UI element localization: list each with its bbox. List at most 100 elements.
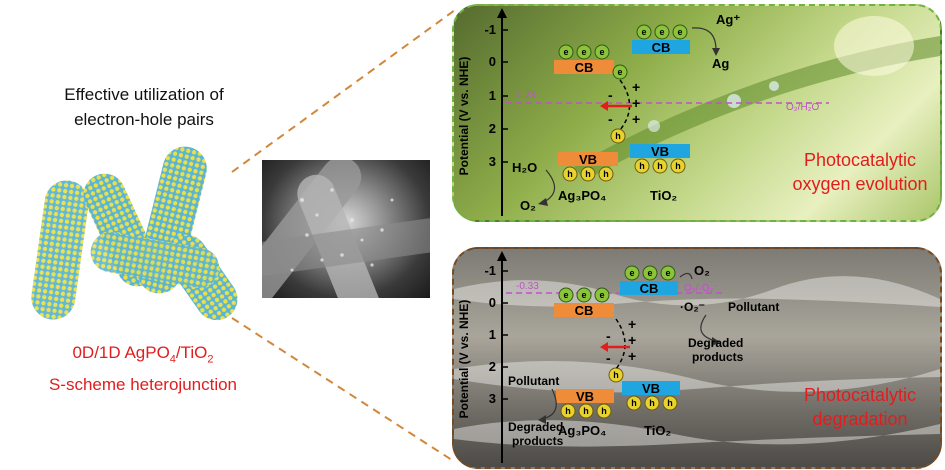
- degradation-diagram: -1 0 1 2 3 Potential (V vs. NHE) -0.33 O…: [454, 251, 940, 463]
- hole-label: h: [565, 406, 571, 416]
- electron-label: e: [677, 27, 682, 37]
- tio2-cb-label: CB: [652, 40, 671, 55]
- material-ag3po4: Ag₃PO₄: [558, 188, 606, 203]
- hole-label: h: [639, 161, 645, 171]
- ag3po4-vb-band: [556, 389, 614, 403]
- caption-top-line1: Effective utilization of: [64, 85, 224, 104]
- sem-micrograph-texture: [262, 160, 430, 298]
- tick-label: 0: [489, 295, 496, 310]
- caption-heterojunction: 0D/1D AgPO4/TiO2 S-scheme heterojunction: [18, 340, 268, 397]
- hole-label: h: [649, 398, 655, 408]
- ag3po4-vb-band: [558, 152, 618, 166]
- electron-label: e: [599, 47, 604, 57]
- y-axis-label: Potential (V vs. NHE): [457, 57, 471, 176]
- hole-label: h: [601, 406, 607, 416]
- foam-water-decoration: [454, 276, 940, 447]
- o2-reduction-arrow: [679, 272, 693, 280]
- hole-label: h: [675, 161, 681, 171]
- ag3po4-cb-band: [554, 60, 614, 74]
- tio2-vb-label: VB: [642, 381, 660, 396]
- hole-ball: [562, 166, 578, 182]
- hole-ball: [670, 158, 686, 174]
- ref-potential-value: 1.23: [516, 90, 536, 101]
- panel-title-line1: Photocatalytic: [804, 385, 916, 405]
- tick-label: -1: [484, 22, 496, 37]
- ag3po4-cb-band: [554, 303, 614, 317]
- o2-label: O₂: [520, 198, 536, 213]
- electron-label: e: [641, 27, 646, 37]
- minus-sign: -: [606, 328, 611, 344]
- tio2-vb-band: [630, 144, 690, 158]
- recombination-path: [615, 318, 626, 370]
- hole-label: h: [613, 370, 619, 380]
- ag3po4-cb-label: CB: [575, 60, 594, 75]
- electron-ball: [576, 287, 592, 303]
- hole-ball: [560, 403, 576, 419]
- recombination-path: [619, 79, 631, 131]
- hole-label: h: [615, 131, 621, 141]
- tio2-cb-band: [632, 40, 690, 54]
- tick-label: 1: [489, 88, 496, 103]
- caption-bottom-line1: 0D/1D AgPO4/TiO2: [72, 343, 214, 366]
- electron-label: e: [659, 27, 664, 37]
- electron-label: e: [647, 268, 652, 278]
- degraded-right-line1: Degraded: [688, 336, 743, 350]
- hole-ball: [610, 128, 626, 144]
- hole-ball: [652, 158, 668, 174]
- minus-sign: -: [608, 87, 613, 103]
- y-axis-label: Potential (V vs. NHE): [457, 300, 471, 419]
- electron-ball: [594, 287, 610, 303]
- nanorod-model-illustration: [31, 146, 238, 321]
- caption-bottom-line2: S-scheme heterojunction: [48, 375, 238, 395]
- electron-ball: [612, 64, 628, 80]
- material-tio2: TiO₂: [650, 188, 677, 203]
- hole-label: h: [567, 169, 573, 179]
- ag-plus-label: Ag⁺: [716, 12, 740, 27]
- panel-degradation: -1 0 1 2 3 Potential (V vs. NHE) -0.33 O…: [452, 247, 942, 469]
- material-ag3po4: Ag₃PO₄: [558, 423, 606, 438]
- tio2-cb-label: CB: [640, 281, 659, 296]
- hole-label: h: [631, 398, 637, 408]
- y-axis-arrow: [497, 251, 507, 261]
- tick-label: 2: [489, 359, 496, 374]
- hole-ball: [626, 395, 642, 411]
- sem-micrograph-image: [262, 160, 430, 298]
- electron-label: e: [665, 268, 670, 278]
- plus-sign: +: [628, 348, 636, 364]
- panel-title-line2: degradation: [812, 409, 907, 429]
- hole-ball: [608, 367, 624, 383]
- electron-ball: [672, 24, 688, 40]
- ref-potential-value: -0.33: [516, 281, 539, 292]
- nanorod-cluster: [31, 146, 238, 321]
- electron-ball: [654, 24, 670, 40]
- superoxide-label: ·O₂⁻: [680, 300, 705, 314]
- electron-ball: [594, 44, 610, 60]
- oxygen-evolution-diagram: -1 0 1 2 3 Potential (V vs. NHE) 1.23 O₂…: [457, 8, 940, 216]
- hole-ball: [596, 403, 612, 419]
- tick-label: 0: [489, 54, 496, 69]
- hole-ball: [598, 166, 614, 182]
- hole-label: h: [667, 398, 673, 408]
- electron-ball: [624, 265, 640, 281]
- ag-reduction-arrow: [691, 27, 717, 51]
- ag-label: Ag: [712, 56, 729, 71]
- hole-ball: [644, 395, 660, 411]
- plus-sign: +: [628, 332, 636, 348]
- hole-label: h: [603, 169, 609, 179]
- y-axis-arrow: [497, 8, 507, 18]
- electron-label: e: [563, 290, 568, 300]
- ag-reduction-arrowhead: [712, 48, 720, 56]
- panel-title-line1: Photocatalytic: [804, 150, 916, 170]
- electron-ball: [558, 287, 574, 303]
- tio2-vb-label: VB: [651, 144, 669, 159]
- minus-sign: -: [606, 350, 611, 366]
- h2o-label: H₂O: [512, 160, 537, 175]
- caption-effective-utilization: Effective utilization of electron-hole p…: [20, 82, 268, 132]
- panel-title-line2: oxygen evolution: [792, 174, 927, 194]
- hole-ball: [634, 158, 650, 174]
- electron-ball: [642, 265, 658, 281]
- electron-ball: [660, 265, 676, 281]
- tick-label: -1: [484, 263, 496, 278]
- tio2-vb-band: [622, 381, 680, 395]
